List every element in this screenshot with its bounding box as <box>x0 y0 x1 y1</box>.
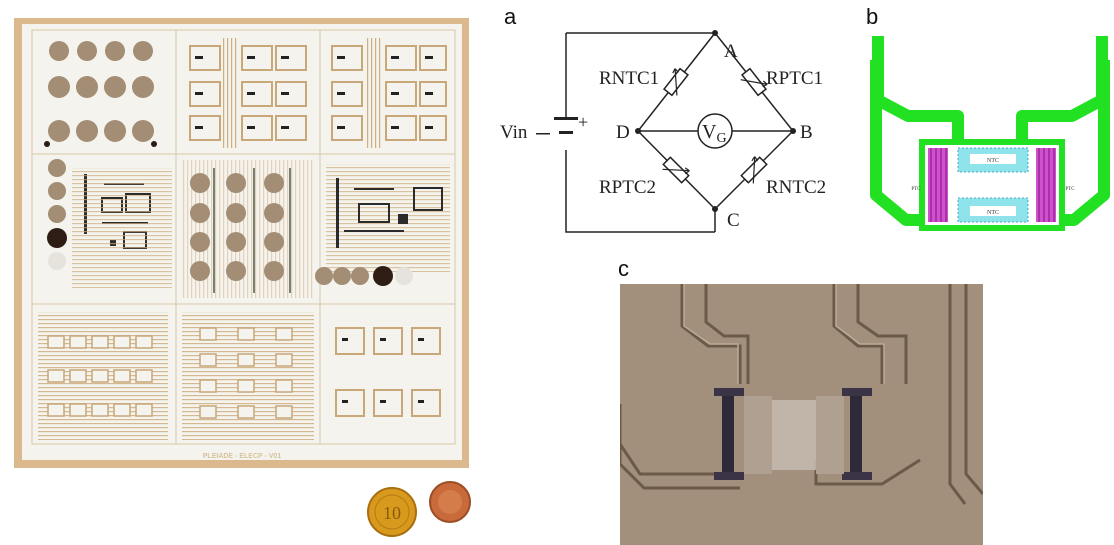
resistor-rptc1-icon <box>740 67 768 97</box>
node-d-label: D <box>616 122 630 143</box>
ntc-top-label: NTC <box>987 158 999 164</box>
electrode-left <box>722 388 734 478</box>
pad-column-middle-left <box>47 159 67 270</box>
ptc-right <box>1036 148 1056 222</box>
resistor-rntc2-icon <box>740 156 768 184</box>
node-a-label: A <box>724 41 738 62</box>
panel-letter-b: b <box>866 4 879 29</box>
resistor-rptc2-icon <box>662 156 690 184</box>
sensing-element <box>770 400 820 470</box>
resistor-rntc1-icon <box>663 67 689 97</box>
svg-text:VG: VG <box>702 121 727 146</box>
coins: 10 <box>367 481 471 537</box>
rptc1-label: RPTC1 <box>766 68 823 89</box>
pad-array-center <box>190 173 284 281</box>
sensor-micrograph <box>620 284 983 545</box>
ptc-left-label: PTC <box>911 187 921 192</box>
ntc-bottom-label: NTC <box>987 210 999 216</box>
sensor-grid-bottom-right <box>335 327 441 417</box>
meter-label-main: V <box>702 121 717 143</box>
panel-letter-a: a <box>504 4 517 29</box>
rntc2-label: RNTC2 <box>766 177 826 198</box>
wheatstone-bridge-circuit: VG Vin + A D B C RNTC1 RPTC1 RPTC2 RNTC2 <box>500 30 826 233</box>
coin-left-label: 10 <box>383 503 401 523</box>
pad-array-top-left <box>48 41 154 142</box>
node-b-label: B <box>800 122 813 143</box>
sensor-cells-top <box>189 45 447 141</box>
ptc-right-label: PTC <box>1065 187 1075 192</box>
electrode-right <box>850 388 862 478</box>
vin-label: Vin <box>500 122 528 143</box>
meter-label-sub: G <box>716 131 726 146</box>
panel-letter-c: c <box>618 256 629 281</box>
rptc2-label: RPTC2 <box>599 177 656 198</box>
galvanometer-icon <box>697 113 733 149</box>
rntc1-label: RNTC1 <box>599 68 659 89</box>
ptc-left <box>928 148 948 222</box>
node-c-label: C <box>727 210 740 231</box>
plus-sign: + <box>578 112 588 132</box>
pad-row-middle-right <box>315 266 413 286</box>
wafer-footer-text: PLEIADE - ELECP - V01 <box>203 453 282 460</box>
battery-icon <box>536 117 578 135</box>
sensor-grid-bottom-center <box>199 327 293 419</box>
sensor-grid-bottom-left <box>47 335 153 417</box>
wafer-photo: PLEIADE - ELECP - V01 <box>14 18 469 468</box>
sensor-layout-diagram: NTC NTC PTC PTC <box>870 36 1110 231</box>
